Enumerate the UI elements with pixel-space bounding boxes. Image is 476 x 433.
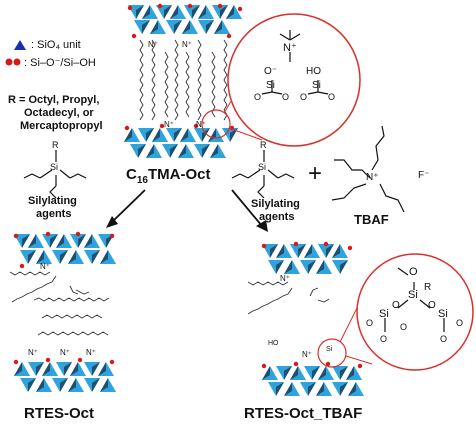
r-definition-line3: Mercaptopropyl [20,120,103,132]
legend-tetra-icon [14,40,26,50]
zoom-top-ominus: O⁻ [264,66,278,77]
rtes-oct-label: RTES-Oct [24,405,95,422]
top-ammonium-2: N⁺ [182,40,192,49]
silylating-left-r: R [52,140,59,150]
zoom-top-nplus: N⁺ [283,42,297,54]
zoom-bottom-structure [384,267,445,332]
zoom-circle-top [227,13,361,147]
left-upper-layer [13,231,116,269]
zoom-bottom-o-top: O [409,266,418,278]
zoom-bottom-o-left: O [392,300,400,311]
silylating-left-si: Si [50,162,59,172]
zoom-circle-bottom [356,253,474,371]
tbaf-fluoride: F⁻ [418,170,430,181]
tbaf-nitrogen: N⁺ [366,172,379,183]
right-upper-ammonium: N⁺ [280,274,290,283]
left-lower-ammonium-1: N⁺ [28,348,38,357]
zoom-top-si-right: Si [312,80,321,91]
right-lower-ho: HO [268,340,279,347]
left-lower-ammonium-2: N⁺ [60,348,70,357]
r-definition-line2: Octadecyl, or [24,107,94,119]
legend-sio4-label: : SiO₄ unit [31,39,81,51]
zoom-top-o-1: O [254,92,262,102]
reaction-arrows [106,189,268,232]
plus-sign: + [308,160,323,187]
zoom-bottom-si-left: Si [379,308,389,320]
left-lower-layer [13,357,116,392]
magnify-source-circle-top [201,109,231,139]
zoom-bottom-o-5: O [456,318,464,328]
c16tma-oct-label: C16TMA-Oct [126,166,211,186]
top-alkyl-chains [139,39,228,121]
tbaf-structure [331,125,405,213]
top-upper-layer [127,3,243,39]
silylating-left-label-2: agents [36,208,72,220]
zoom-bottom-o-2: O [380,334,388,344]
right-upper-layer [261,241,353,274]
right-alkyl-chains [247,281,330,315]
tbaf-label: TBAF [354,212,389,227]
zoom-top-o-2: O [282,92,290,102]
zoom-bottom-o-4: O [440,334,448,344]
top-ammonium-3: N⁺ [164,120,174,129]
top-ammonium-4: N⁺ [196,120,206,129]
top-ammonium-1: N⁺ [148,40,158,49]
legend-oxygen-dot-1 [5,58,13,66]
r-definition-line1: R = Octyl, Propyl, [8,94,100,106]
zoom-bottom-o-3: O [400,322,408,332]
magnify-source-circle-bottom [317,338,347,368]
right-lower-ammonium: N⁺ [302,350,312,359]
right-lower-si: Si [326,346,333,353]
zoom-top-si-left: Si [266,80,275,91]
silylating-right-label-2: agents [259,211,295,223]
silylating-right-si: Si [258,162,267,172]
legend-oxygen-dot-2 [13,58,21,66]
zoom-top-o-4: O [328,92,336,102]
left-lower-ammonium-3: N⁺ [86,348,96,357]
silylating-right-r: R [260,140,267,150]
silylating-left-structure [23,150,87,199]
zoom-bottom-o-right: O [428,300,436,311]
zoom-top-o-3: O [300,92,308,102]
silylating-right-label-1: Silylating [251,198,300,210]
zoom-top-ho: HO [306,66,321,77]
left-upper-ammonium: N⁺ [40,262,50,271]
zoom-top-structure [261,30,329,95]
legend-sio-label: : Si–O⁻/Si–OH [24,57,96,69]
right-lower-layer [261,361,364,396]
zoom-bottom-o-1: O [366,318,374,328]
rtes-oct-tbaf-label: RTES-Oct_TBAF [244,405,363,422]
left-alkyl-chains [9,271,110,336]
top-lower-layer [124,123,238,158]
zoom-bottom-si-center: Si [408,289,418,301]
zoom-bottom-si-right: Si [438,308,448,320]
silylating-left-label-1: Silylating [28,195,77,207]
zoom-bottom-r: R [424,282,432,293]
silylating-right-structure [231,150,295,199]
